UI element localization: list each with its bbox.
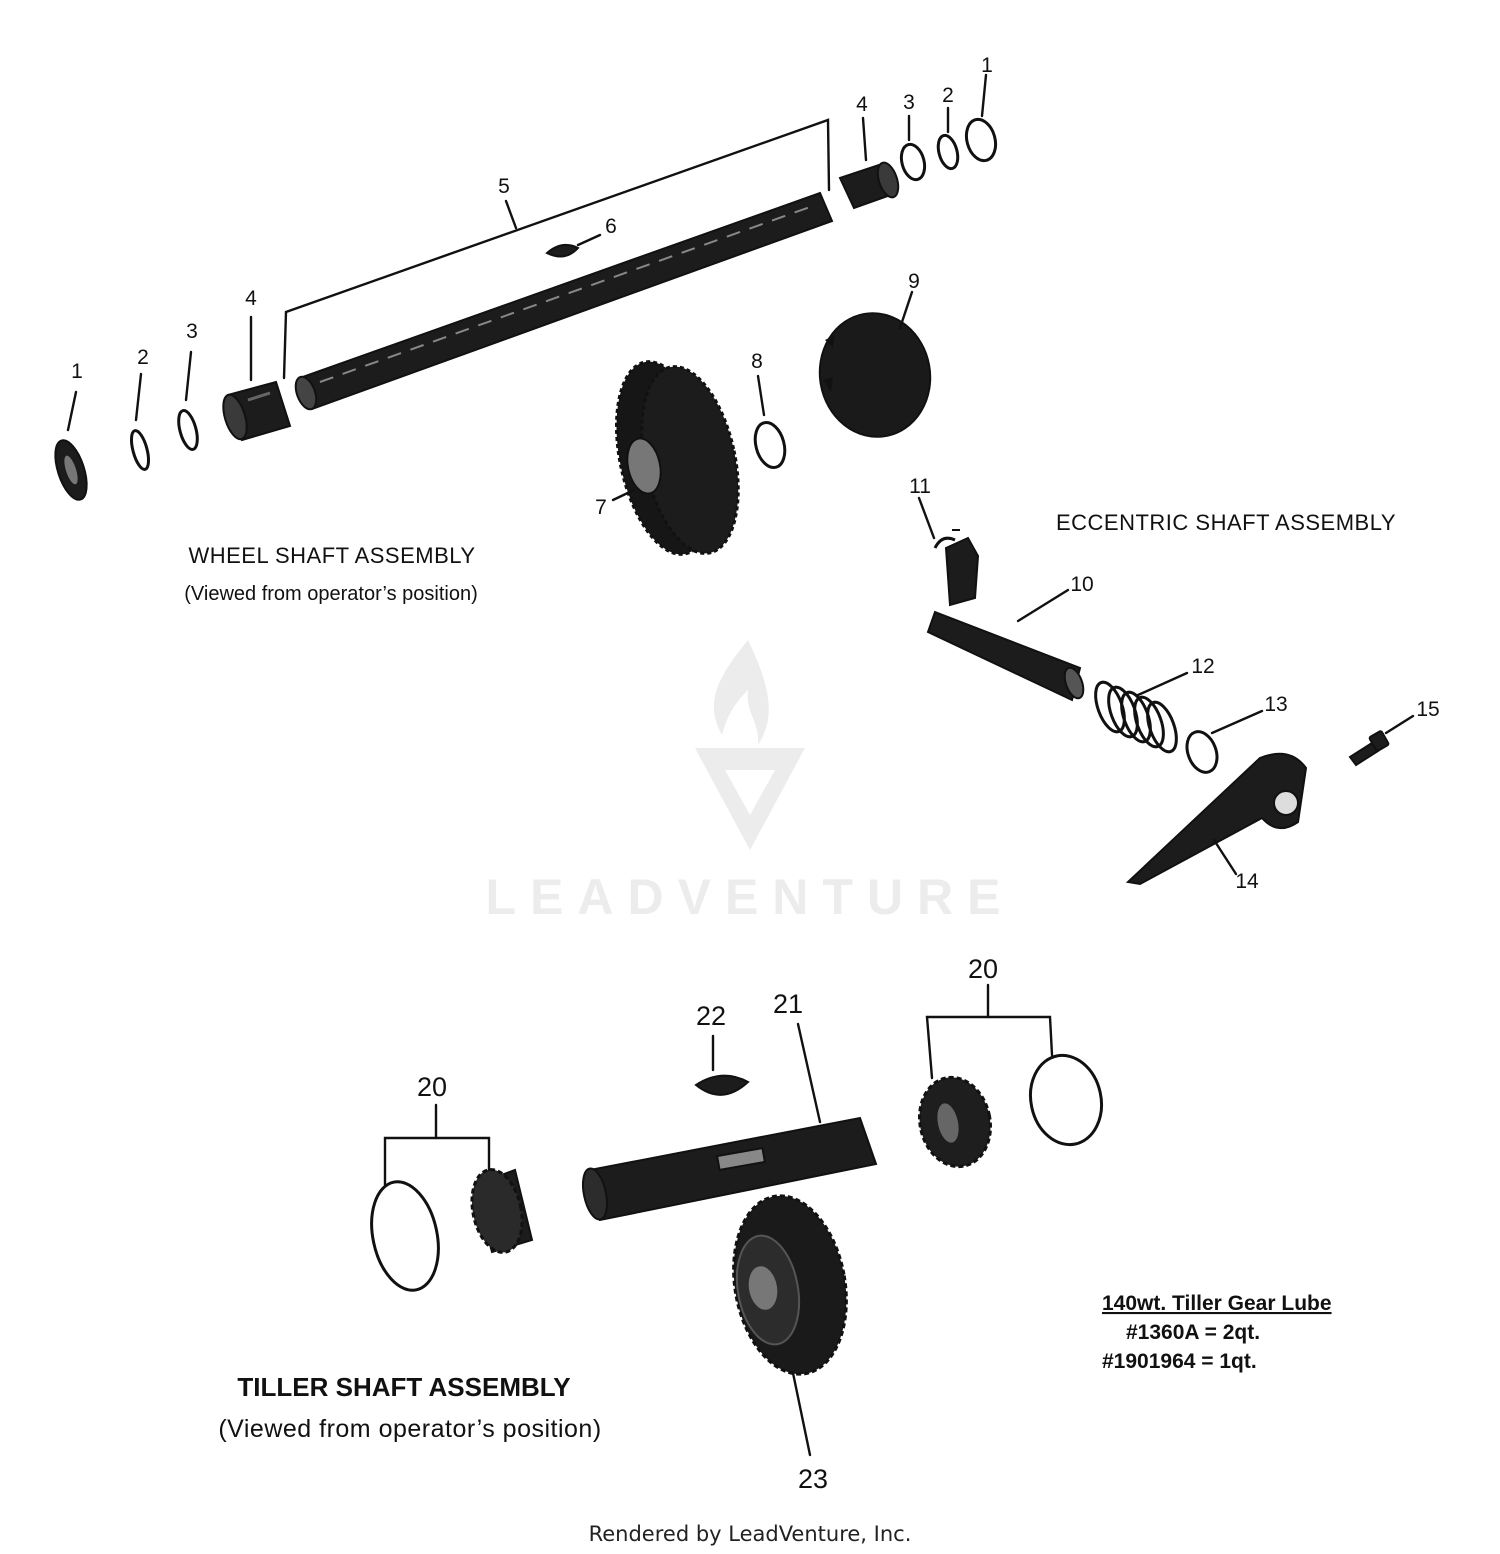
part-21-tiller-shaft — [581, 1116, 878, 1222]
leader-13 — [1210, 709, 1264, 735]
callout-3-right: 3 — [903, 91, 915, 114]
leader-6 — [576, 233, 602, 247]
callout-5: 5 — [498, 175, 510, 198]
callout-1-right: 1 — [981, 54, 993, 77]
wheel-shaft-assembly: 1 2 3 4 5 6 4 3 2 1 7 8 9 WHEEL SHAFT AS… — [54, 54, 998, 605]
part-6-key — [545, 243, 580, 258]
part-3-left-ring — [177, 409, 199, 451]
part-9-eccentric-gear — [818, 312, 932, 438]
callout-12: 12 — [1191, 655, 1214, 678]
part-2-right-washer — [936, 133, 960, 171]
leader-23 — [791, 1371, 812, 1457]
leader-15 — [1384, 714, 1415, 735]
part-8-washer — [753, 420, 787, 470]
callout-1-left: 1 — [71, 360, 83, 383]
leader-11 — [917, 496, 936, 540]
part-15-bolt — [1348, 730, 1390, 767]
leader-12 — [1136, 671, 1189, 697]
leader-2-left — [134, 372, 143, 422]
callout-4-left: 4 — [245, 287, 257, 310]
callout-11: 11 — [909, 475, 931, 498]
part-23-gear — [732, 1194, 848, 1376]
part-20-right-bearing-cone — [918, 1075, 992, 1169]
leader-10 — [1016, 588, 1070, 623]
tiller-shaft-subtitle: (Viewed from operator’s position) — [218, 1415, 601, 1443]
callout-8: 8 — [751, 350, 763, 373]
callout-4-right: 4 — [856, 93, 868, 116]
leader-21 — [796, 1022, 822, 1124]
bracket-20-right — [925, 1015, 1054, 1080]
bracket-5 — [282, 118, 831, 380]
callout-21: 21 — [773, 989, 803, 1019]
watermark-flame-icon — [713, 640, 769, 745]
footer-credit: Rendered by LeadVenture, Inc. — [589, 1522, 912, 1546]
callout-20-right: 20 — [968, 954, 998, 984]
callout-13: 13 — [1264, 693, 1287, 716]
leader-14 — [1212, 838, 1238, 876]
part-5-wheel-shaft — [294, 191, 834, 411]
callout-22: 22 — [696, 1001, 726, 1031]
part-12-spring — [1094, 680, 1178, 754]
lube-note-line-2: #1901964 = 1qt. — [1102, 1350, 1257, 1373]
part-4-right-bearing — [838, 161, 900, 210]
part-20-left-bearing-cone — [470, 1168, 534, 1254]
part-1-right-seal — [964, 117, 998, 163]
part-7-gear — [614, 360, 740, 556]
wheel-shaft-subtitle: (Viewed from operator’s position) — [184, 583, 477, 605]
leadventure-watermark: LEADVENTURE — [485, 640, 1014, 925]
watermark-v-icon — [695, 748, 805, 850]
part-20-left-bearing-cup — [370, 1180, 440, 1292]
wheel-shaft-title: WHEEL SHAFT ASSEMBLY — [188, 543, 475, 568]
tiller-shaft-title: TILLER SHAFT ASSEMBLY — [237, 1372, 570, 1402]
callout-14: 14 — [1235, 870, 1259, 893]
leader-8 — [756, 374, 766, 417]
leader-9 — [898, 290, 914, 330]
leader-5 — [504, 199, 518, 230]
eccentric-shaft-title: ECCENTRIC SHAFT ASSEMBLY — [1056, 510, 1396, 535]
callout-2-right: 2 — [942, 84, 954, 107]
leader-1-right — [980, 73, 988, 118]
callout-23: 23 — [798, 1464, 828, 1494]
leader-1-left — [66, 390, 78, 432]
leader-3-left — [184, 350, 193, 402]
tiller-shaft-assembly: 20 22 21 20 23 TILLER SHAFT ASSEMBLY (Vi… — [218, 954, 1103, 1494]
part-1-left-seal — [54, 439, 88, 501]
part-13-washer — [1185, 730, 1219, 774]
part-22-key — [694, 1074, 750, 1096]
part-2-left-washer — [129, 429, 151, 471]
callout-20-left: 20 — [417, 1072, 447, 1102]
bracket-20-left — [383, 1136, 491, 1187]
part-10-eccentric-shaft — [926, 536, 1085, 702]
lube-note-heading: 140wt. Tiller Gear Lube — [1102, 1292, 1332, 1315]
part-4-left-bearing — [222, 380, 292, 442]
eccentric-shaft-assembly: ECCENTRIC SHAFT ASSEMBLY — [909, 475, 1440, 893]
callout-2-left: 2 — [137, 346, 149, 369]
leader-4-right — [861, 116, 868, 162]
watermark-text: LEADVENTURE — [485, 869, 1014, 925]
callout-3-left: 3 — [186, 320, 198, 343]
leader-7 — [611, 488, 636, 502]
lube-note-line-1: #1360A = 2qt. — [1126, 1321, 1260, 1344]
callout-6: 6 — [605, 215, 617, 238]
part-11-pin — [933, 529, 960, 549]
callout-10: 10 — [1070, 573, 1093, 596]
part-20-right-bearing-cup — [1029, 1053, 1103, 1147]
callout-15: 15 — [1416, 698, 1439, 721]
lube-note: 140wt. Tiller Gear Lube #1360A = 2qt. #1… — [1102, 1292, 1332, 1373]
callout-9: 9 — [908, 270, 920, 293]
part-14-lever — [1125, 752, 1308, 886]
part-3-right-ring — [899, 142, 927, 182]
callout-7: 7 — [595, 496, 607, 519]
